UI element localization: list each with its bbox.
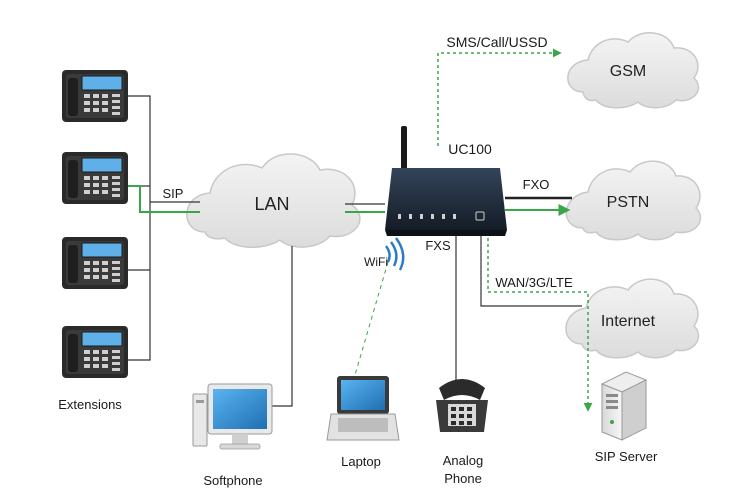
softphone-pc <box>192 383 273 450</box>
sip-label: SIP <box>163 186 184 201</box>
fxo-label: FXO <box>523 177 550 192</box>
uc100-router <box>385 126 507 236</box>
laptop <box>326 376 400 441</box>
ip-phone-3 <box>61 236 129 290</box>
laptop-icon <box>326 376 400 441</box>
cloud-icon <box>186 153 361 248</box>
sip-server <box>600 371 648 441</box>
lan-cloud: LAN <box>186 153 361 248</box>
ip-phone-2 <box>61 151 129 205</box>
wifi-icon <box>384 237 405 271</box>
lan-label: LAN <box>254 194 289 214</box>
device-name-label: UC100 <box>448 141 492 157</box>
antenna <box>401 126 407 172</box>
computer-icon <box>192 383 273 450</box>
wan-link-line <box>480 232 582 307</box>
ip-phone-icon <box>61 69 129 123</box>
ip-phone-1 <box>61 69 129 123</box>
sms-link-line <box>437 48 562 146</box>
pstn-label: PSTN <box>607 194 650 211</box>
cloud-icon <box>567 32 700 109</box>
ip-phone-icon <box>61 325 129 379</box>
sms-label: SMS/Call/USSD <box>446 34 547 50</box>
lan-softphone-line <box>272 246 293 407</box>
laptop-label: Laptop <box>341 454 381 469</box>
cloud-icon <box>565 278 700 359</box>
ip-phone-icon <box>61 236 129 290</box>
wan-green-path <box>487 232 593 412</box>
wan-label: WAN/3G/LTE <box>495 275 573 290</box>
gsm-cloud: GSM <box>567 32 700 109</box>
extension-wiring <box>128 95 151 361</box>
internet-label: Internet <box>601 313 656 330</box>
gsm-label: GSM <box>610 63 646 80</box>
analog-phone-label-1: Analog <box>443 453 483 468</box>
pstn-cloud: PSTN <box>565 160 702 241</box>
router-icon <box>385 168 507 230</box>
analog-phone <box>436 379 488 432</box>
server-icon <box>600 371 648 441</box>
analog-phone-label-2: Phone <box>444 471 482 486</box>
internet-cloud: Internet <box>565 278 700 359</box>
cloud-icon <box>565 160 702 241</box>
fxs-label: FXS <box>425 238 451 253</box>
wifi-laptop-line <box>354 261 389 376</box>
wifi-label: WiFi <box>364 255 388 269</box>
softphone-label: Softphone <box>203 473 262 488</box>
ip-phone-4 <box>61 325 129 379</box>
ip-phone-icon <box>61 151 129 205</box>
extensions-label: Extensions <box>58 397 122 412</box>
analog-phone-icon <box>436 379 488 432</box>
sip-server-label: SIP Server <box>595 449 658 464</box>
